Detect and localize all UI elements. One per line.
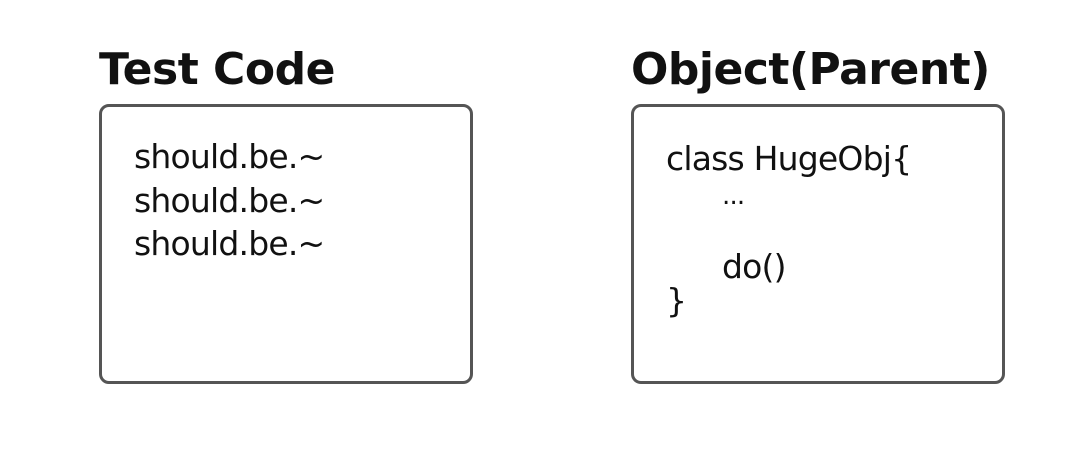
test-code-box: should.be.~ should.be.~ should.be.~ bbox=[99, 104, 473, 384]
object-parent-title: Object(Parent) bbox=[631, 44, 990, 95]
test-code-line: should.be.~ bbox=[134, 137, 325, 176]
test-code-title: Test Code bbox=[99, 44, 335, 95]
class-declaration-line: class HugeObj{ bbox=[666, 139, 912, 178]
test-code-line: should.be.~ bbox=[134, 181, 325, 220]
closing-brace-line: } bbox=[666, 281, 687, 320]
ellipsis-line: ... bbox=[722, 181, 745, 211]
test-code-line: should.be.~ bbox=[134, 224, 325, 263]
object-parent-box: class HugeObj{ ... do() } bbox=[631, 104, 1005, 384]
method-call-line: do() bbox=[722, 247, 786, 286]
